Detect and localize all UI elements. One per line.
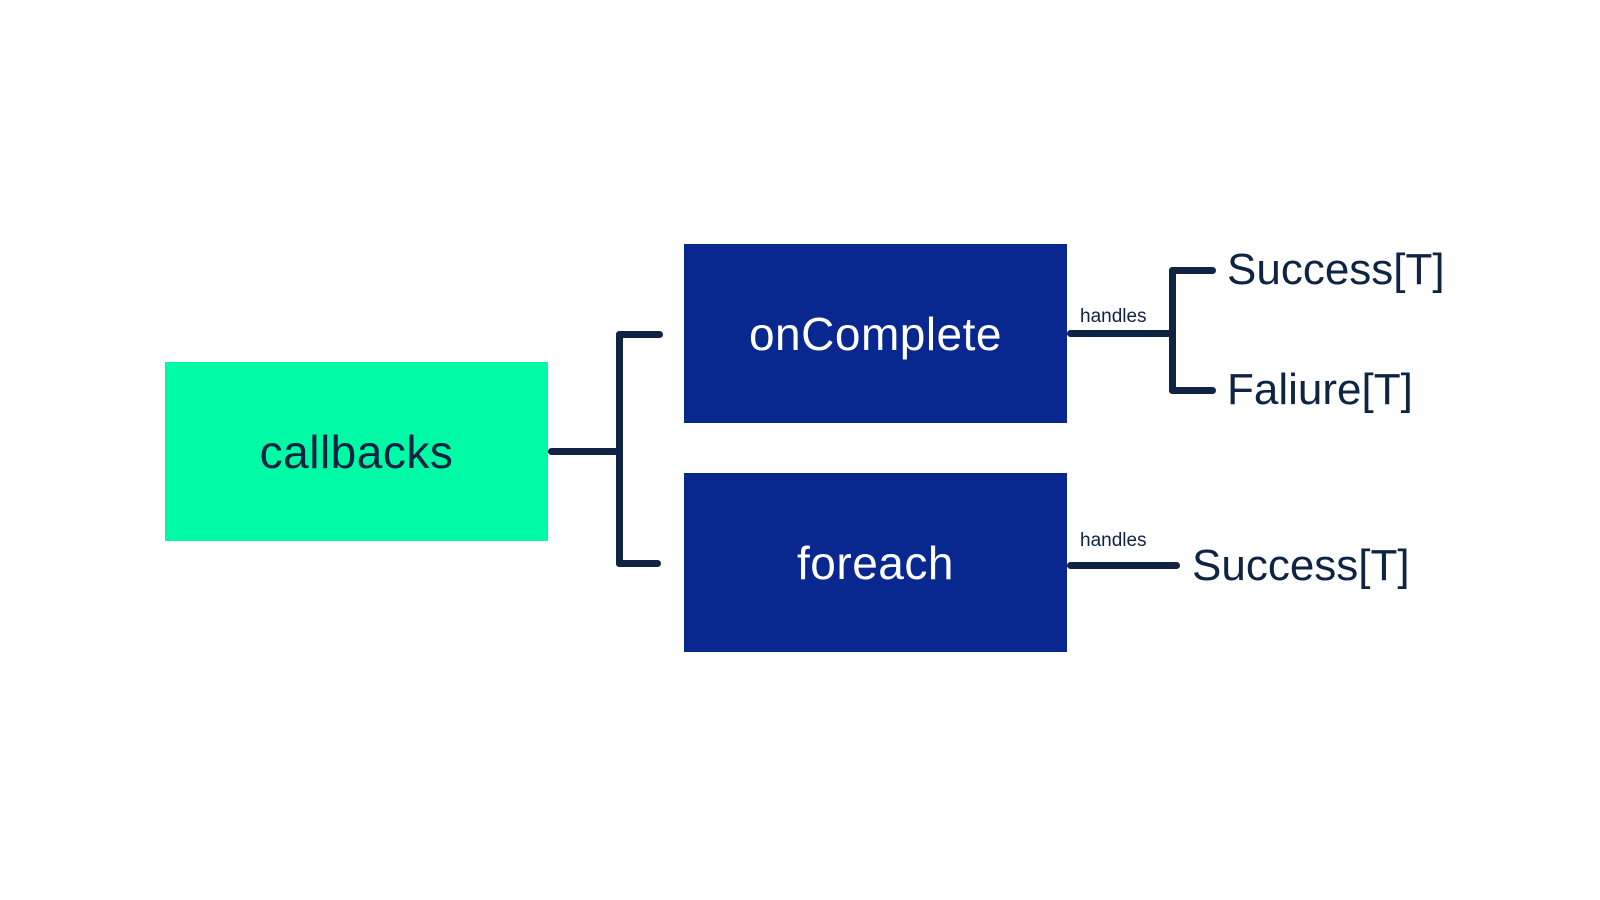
node-oncomplete: onComplete <box>684 244 1067 423</box>
node-foreach: foreach <box>684 473 1067 652</box>
connector-branch-oncomplete <box>616 331 663 338</box>
node-foreach-label: foreach <box>797 536 954 589</box>
connector-branch-faliure <box>1169 387 1216 394</box>
node-callbacks: callbacks <box>165 362 548 541</box>
connector-branch-foreach <box>616 560 661 567</box>
connector-root-horizontal <box>548 448 623 455</box>
node-callbacks-label: callbacks <box>259 425 454 478</box>
connector-bracket-vertical <box>1169 267 1176 394</box>
leaf-success-t: Success[T] <box>1227 245 1445 294</box>
connector-branch-success <box>1169 267 1216 274</box>
edge-label-handles-foreach: handles <box>1080 530 1147 551</box>
node-oncomplete-label: onComplete <box>748 307 1003 360</box>
edge-label-handles-oncomplete: handles <box>1080 306 1147 327</box>
connector-trunk-vertical <box>616 331 623 567</box>
connector-foreach-handles <box>1067 562 1180 569</box>
leaf-success-t: Success[T] <box>1192 541 1410 590</box>
leaf-faliure-t: Faliure[T] <box>1227 365 1413 414</box>
connector-oncomplete-handles <box>1067 330 1172 337</box>
